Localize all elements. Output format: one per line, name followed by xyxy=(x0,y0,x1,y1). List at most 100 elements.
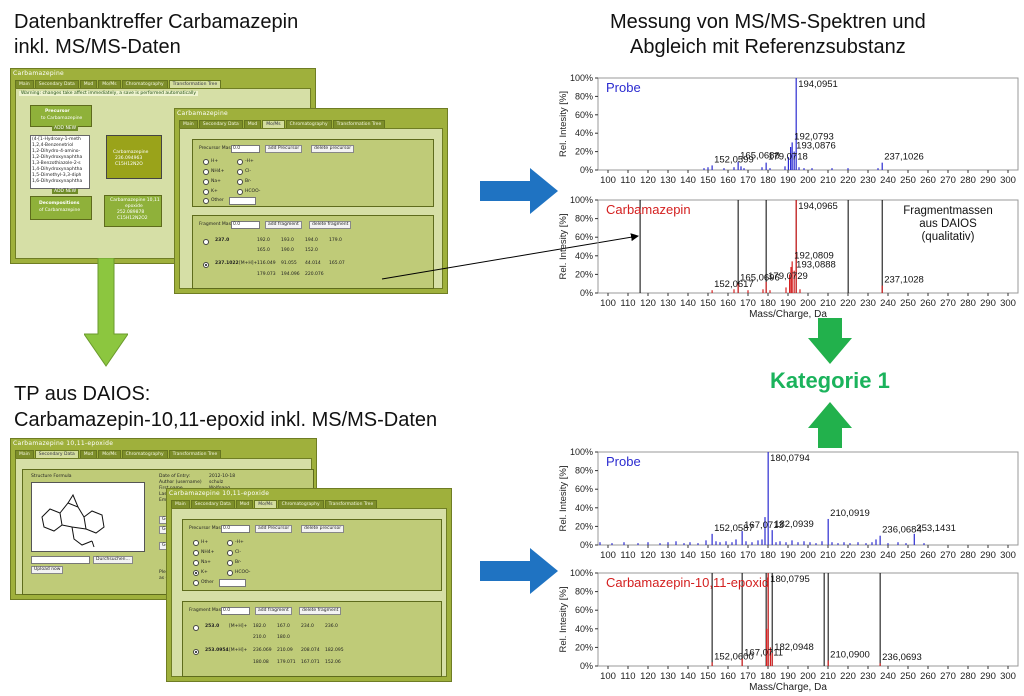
precursor-mass-input[interactable]: 0.0 xyxy=(231,145,260,153)
x-tick-label: 150 xyxy=(700,550,716,561)
x-tick-label: 130 xyxy=(660,298,676,309)
list-item[interactable]: 1,2-Dihydro-4-amino- xyxy=(32,149,81,154)
add-new-button-2[interactable]: ADD NEW xyxy=(52,189,79,194)
delete-precursor-button[interactable]: delete precursor xyxy=(311,145,355,153)
peak-label: 152,0587 xyxy=(714,523,754,534)
fragment-row-radio-selected[interactable] xyxy=(193,649,199,655)
delete-fragment-button[interactable]: delete fragment xyxy=(309,221,352,229)
decompositions-box[interactable]: Decompositions of Carbamazepine xyxy=(30,196,92,220)
browse-button[interactable]: Durchsuchen... xyxy=(93,556,133,564)
radio-h-plus[interactable] xyxy=(203,159,209,165)
add-precursor-button[interactable]: add Precursor xyxy=(265,145,303,153)
fragment-value: 182.0 xyxy=(253,624,266,629)
x-tick-label: 150 xyxy=(700,175,716,186)
product-box[interactable]: Carbamazepine 10,11 epoxide 252.089878 C… xyxy=(104,195,162,227)
x-tick-label: 220 xyxy=(840,550,856,561)
radio-br[interactable] xyxy=(237,179,243,185)
window-body: Precursor Mass 0.0 add Precursor delete … xyxy=(171,508,447,677)
fragment-value: 179.0 xyxy=(329,238,342,243)
list-item[interactable]: 1,4-Dihydroxynaphtha xyxy=(32,167,83,172)
file-path-input[interactable] xyxy=(31,556,90,564)
list-item[interactable]: 1,3-Benzothiazole-2-s xyxy=(32,161,81,166)
heading-top-left-line1: Datenbanktreffer Carbamazepin xyxy=(14,11,299,33)
fragment-mass-input[interactable]: 0.0 xyxy=(231,221,260,229)
radio-nh4[interactable] xyxy=(203,169,209,175)
precursor-list[interactable]: (4-[1-Hydroxy-1-meth 1,2,4-Benzenetriol … xyxy=(30,135,90,189)
fragment-row-radio-selected[interactable] xyxy=(203,262,209,268)
delete-fragment-button[interactable]: delete fragment xyxy=(299,607,342,615)
fragment-value: 152.0 xyxy=(305,248,318,253)
delete-precursor-button[interactable]: delete precursor xyxy=(301,525,345,533)
x-tick-label: 240 xyxy=(880,175,896,186)
add-new-button[interactable]: ADD NEW xyxy=(52,126,79,131)
add-precursor-button[interactable]: add Precursor xyxy=(255,525,293,533)
list-item[interactable]: 1,5-Dimethyl-3,3-diph xyxy=(32,173,82,178)
fragment-value: 194.096 xyxy=(281,272,300,277)
x-tick-label: 200 xyxy=(800,175,816,186)
down-arrow-green xyxy=(808,318,852,364)
peak-label: 165,0696 xyxy=(740,273,780,284)
radio-na[interactable] xyxy=(203,179,209,185)
upload-button[interactable]: Upload now xyxy=(31,566,64,574)
add-fragment-button[interactable]: add fragment xyxy=(265,221,302,229)
radio-cl[interactable] xyxy=(227,550,233,556)
x-tick-label: 210 xyxy=(820,550,836,561)
fragment-mass-label: Fragment Mass xyxy=(189,608,224,613)
peak-label: 192,0809 xyxy=(794,250,834,261)
fragment-value: 167.071 xyxy=(301,660,320,665)
decompositions-label: Decompositions xyxy=(39,201,80,206)
radio-other[interactable] xyxy=(203,198,209,204)
add-fragment-button[interactable]: add fragment xyxy=(255,607,292,615)
fragment-row-radio[interactable] xyxy=(193,625,199,631)
radio-h-plus[interactable] xyxy=(193,540,199,546)
y-tick-label: 40% xyxy=(575,624,593,634)
list-item[interactable]: 1,6-Dihydroxynaphtha xyxy=(32,179,83,184)
fragment-mass-input[interactable]: 0.0 xyxy=(221,607,250,615)
x-tick-label: 160 xyxy=(720,175,736,186)
peak-label: 192,0793 xyxy=(794,131,834,142)
x-tick-label: 240 xyxy=(880,550,896,561)
radio-hcoo[interactable] xyxy=(237,189,243,195)
fragment-value: 194.0 xyxy=(305,238,318,243)
x-tick-label: 290 xyxy=(980,671,996,682)
radio-na[interactable] xyxy=(193,560,199,566)
x-tick-label: 110 xyxy=(620,550,635,561)
radio-hcoo[interactable] xyxy=(227,570,233,576)
radio-other[interactable] xyxy=(193,580,199,586)
radio-br[interactable] xyxy=(227,560,233,566)
fragment-value: 180.0 xyxy=(277,635,290,640)
list-item[interactable]: 1,2,4-Benzenetriol xyxy=(32,143,74,148)
x-tick-label: 120 xyxy=(640,175,656,186)
fragment-row-radio[interactable] xyxy=(203,239,209,245)
list-item[interactable]: 1,2-Dihydroxynaphtha xyxy=(32,155,83,160)
x-tick-label: 150 xyxy=(700,671,716,682)
radio-k[interactable] xyxy=(203,189,209,195)
fragment-row-mass: 253.0 xyxy=(205,624,220,629)
adduct-label: Other xyxy=(211,198,224,203)
peak-label: 194,0951 xyxy=(798,79,838,90)
list-item[interactable]: (4-[1-Hydroxy-1-meth xyxy=(32,137,81,142)
fragment-value: 152.06 xyxy=(325,660,341,665)
radio-k[interactable] xyxy=(193,570,199,576)
radio-nh4[interactable] xyxy=(193,550,199,556)
radio-minus-h[interactable] xyxy=(237,159,243,165)
radio-minus-h[interactable] xyxy=(227,540,233,546)
other-adduct-input[interactable] xyxy=(229,197,256,205)
fragment-value: 190.0 xyxy=(281,248,294,253)
x-tick-label: 160 xyxy=(720,298,736,309)
precursor-mass-input[interactable]: 0.0 xyxy=(221,525,250,533)
radio-cl[interactable] xyxy=(237,169,243,175)
precursor-mass-label: Precursor Mass xyxy=(199,146,234,151)
x-tick-label: 140 xyxy=(680,175,696,186)
fragment-value: 182.095 xyxy=(325,648,344,653)
x-tick-label: 280 xyxy=(960,671,976,682)
fragment-value: 91.055 xyxy=(281,261,297,266)
y-tick-label: 0% xyxy=(580,288,593,298)
precursor-mass-label: Precursor Mass xyxy=(189,526,224,531)
x-tick-label: 270 xyxy=(940,298,956,309)
peak-label: 180,0794 xyxy=(770,453,810,464)
peak-label: 194,0965 xyxy=(798,201,838,212)
x-tick-label: 120 xyxy=(640,671,656,682)
other-adduct-input[interactable] xyxy=(219,579,246,587)
